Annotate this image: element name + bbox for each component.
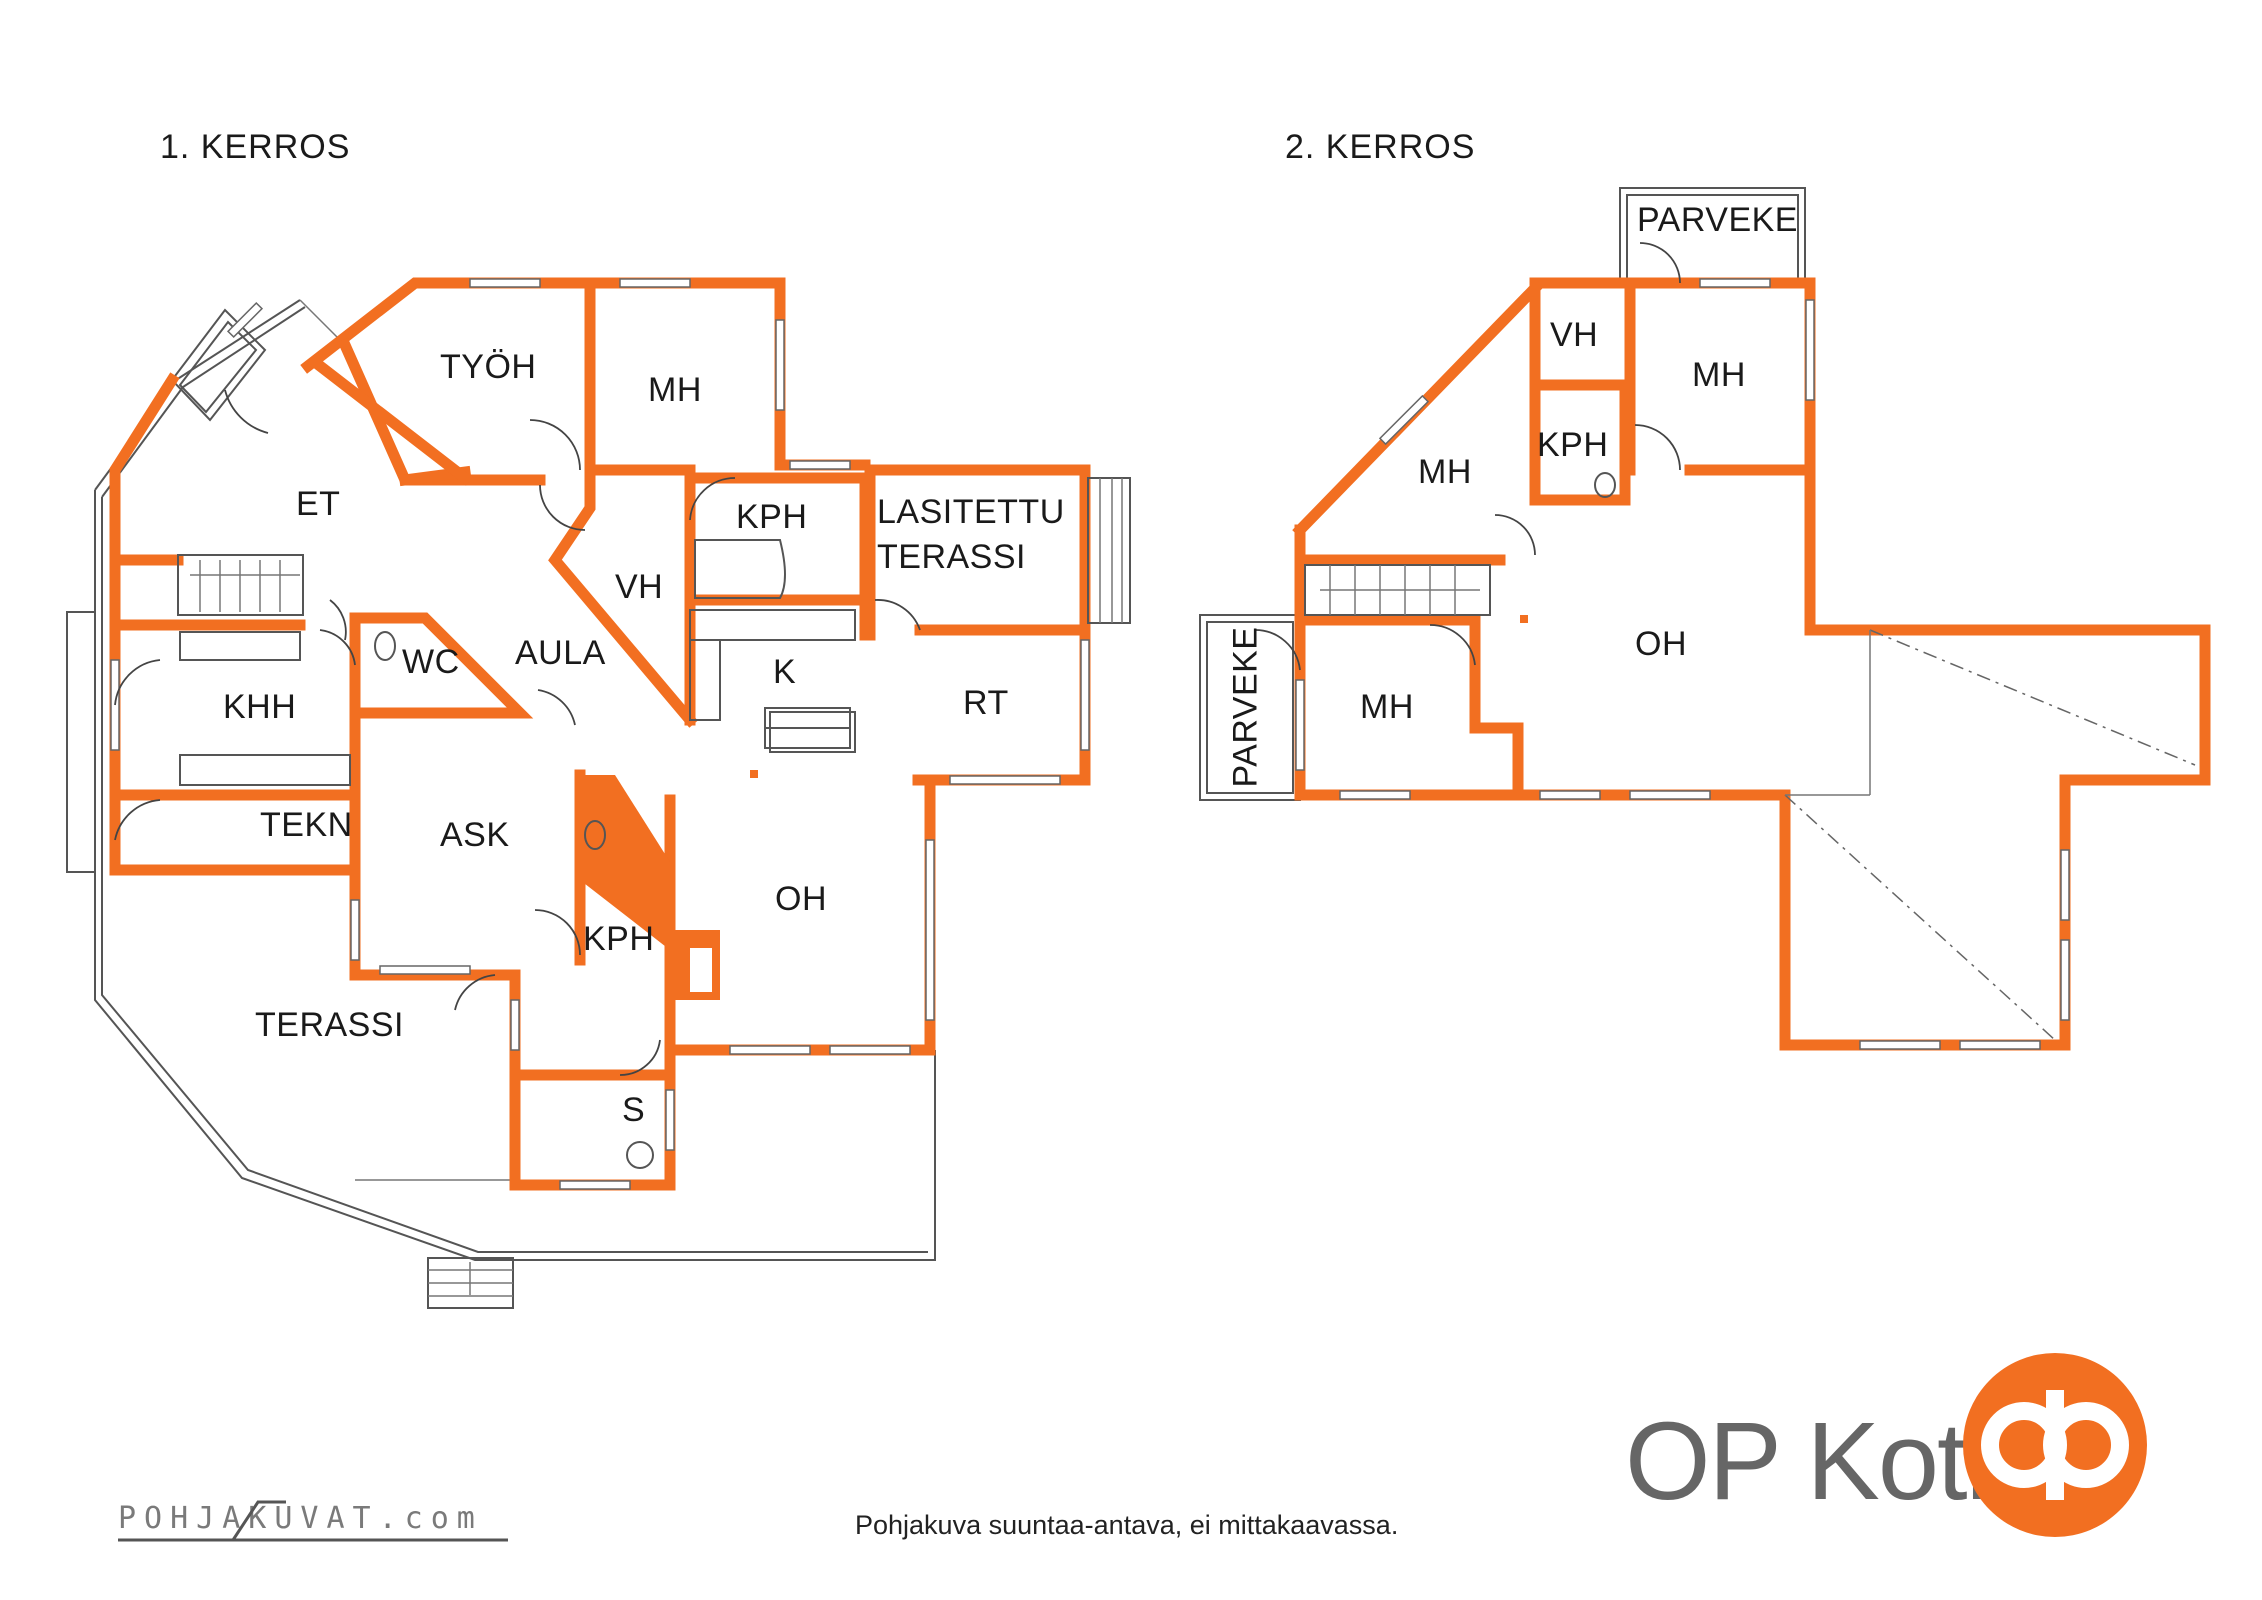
room-label-kph-2: KPH [1537, 426, 1609, 464]
doors-floor1 [114, 389, 921, 1076]
room-label-rt: RT [963, 684, 1009, 722]
room-label-vh: VH [615, 568, 664, 606]
brand-name: OP Koti [1625, 1400, 1990, 1523]
room-label-aula: AULA [515, 634, 606, 672]
room-label-mh-2b: MH [1418, 453, 1472, 491]
roof-line [1869, 629, 2196, 766]
disclaimer-note: Pohjakuva suuntaa-antava, ei mittakaavas… [855, 1510, 1399, 1540]
room-label-oh: OH [775, 880, 827, 918]
room-label-k: K [773, 653, 797, 691]
room-label-vh-2: VH [1550, 316, 1599, 354]
room-label-terassi: TERASSI [255, 1006, 404, 1044]
stairs-floor2 [1304, 564, 1491, 616]
room-label-parveke-left: PARVEKE [1226, 626, 1265, 788]
exterior-wall-floor2 [1292, 277, 1816, 538]
watermark-text: POHJAKUVAT.com [118, 1501, 483, 1536]
op-logo-icon [1963, 1353, 2147, 1537]
terrace-outline-inner [101, 497, 928, 1253]
pohjakuvat-watermark: POHJAKUVAT.com [118, 1500, 508, 1542]
room-label-tyoh: TYÖH [440, 348, 537, 386]
room-label-wc: WC [402, 643, 460, 681]
room-label-tekn: TEKN [260, 806, 353, 844]
floor-title-2: 2. KERROS [1285, 128, 1476, 166]
room-label-lasitettu-terassi: TERASSI [877, 538, 1026, 576]
room-label-et: ET [296, 485, 341, 523]
floor-title-1: 1. KERROS [160, 128, 351, 166]
entrance-steps-bottom [427, 1257, 514, 1309]
room-label-mh-2c: MH [1360, 688, 1414, 726]
floor-1-plan [66, 277, 1131, 1309]
exterior-wall-floor1 [109, 372, 180, 601]
room-label-parveke-top: PARVEKE [1637, 201, 1798, 239]
room-label-kph-lower: KPH [583, 920, 655, 958]
doors-floor2 [1254, 242, 1681, 671]
room-label-mh: MH [648, 371, 702, 409]
stairs-floor1 [177, 554, 304, 616]
room-label-oh-2: OH [1635, 625, 1687, 663]
room-label-mh-2a: MH [1692, 356, 1746, 394]
terrace-outline [94, 490, 936, 1261]
room-label-kph-upper: KPH [736, 498, 808, 536]
terrace-steps-right [1087, 477, 1131, 624]
kitchen-counter [179, 609, 856, 786]
floor-2-plan [1199, 187, 2211, 1051]
room-label-khh: KHH [223, 688, 297, 726]
room-label-ask: ASK [440, 816, 510, 854]
room-label-s: S [622, 1091, 646, 1129]
room-label-lasitettu: LASITETTU [877, 493, 1065, 531]
windows-floor2 [1295, 278, 2070, 1050]
windows-floor1 [110, 278, 1090, 1190]
